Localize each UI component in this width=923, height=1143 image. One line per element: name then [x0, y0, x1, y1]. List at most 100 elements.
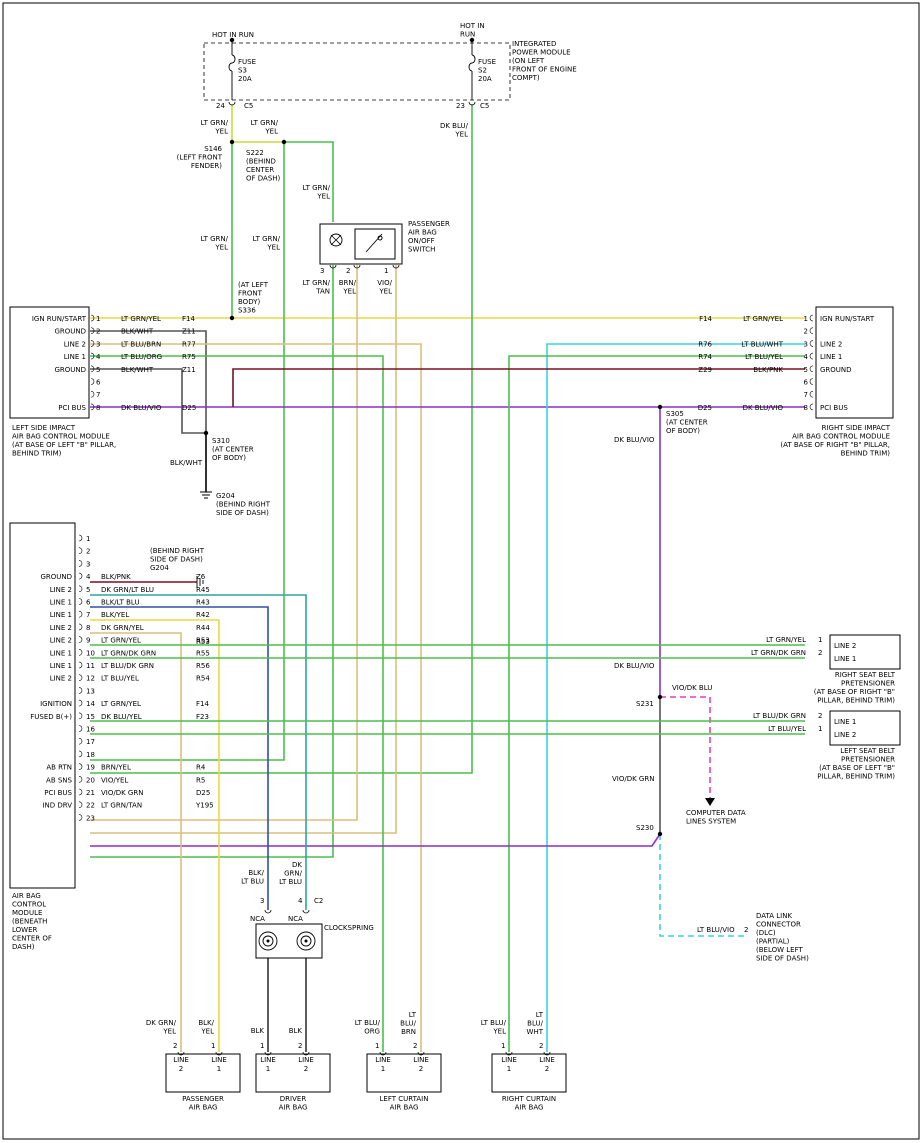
- acm-pin-wire: LT BLU/DK GRN: [101, 662, 154, 670]
- airbag-title: LEFT CURTAIN: [380, 1095, 429, 1103]
- acm-pin-cup: [78, 814, 83, 821]
- rsm-pin-number: 4: [804, 353, 809, 361]
- acm-pin-cup: [78, 572, 83, 580]
- acm-pin-name: LINE 1: [50, 662, 72, 670]
- wire-blk-yel-r42: [90, 619, 220, 1052]
- lsm-pin-name: LINE 2: [64, 340, 86, 348]
- airbag-pin: 2: [413, 1042, 417, 1050]
- airbag-pin: 2: [173, 1042, 177, 1050]
- wire-layer: [90, 104, 805, 1052]
- fuse-s3-symbol: [228, 40, 236, 100]
- acm-pin-name: LINE 2: [50, 637, 72, 645]
- acm-caption: MODULE: [12, 909, 42, 917]
- rsm-pin-number: 2: [804, 328, 808, 336]
- wire-dkblu-yel-f23: [90, 104, 473, 774]
- ipm-title: POWER MODULE: [512, 49, 571, 57]
- acm-pin-number: 14: [86, 700, 95, 708]
- wire-label-ltgrn-yel-3: YEL: [316, 193, 330, 201]
- acm-pin-cup: [78, 598, 83, 605]
- acm-pin-number: 13: [86, 687, 95, 695]
- right-side-impact-module-box: [815, 306, 894, 419]
- airbag-box: [491, 1053, 567, 1093]
- ground-symbol-g204: [200, 491, 212, 499]
- acm-pin-wire: BLK/YEL: [101, 611, 129, 619]
- acm-pin-wire: DK GRN/YEL: [101, 624, 144, 632]
- rsm-pin-number: 3: [804, 340, 808, 348]
- fuse-s3-label: S3: [238, 67, 247, 75]
- component-layer: [9, 37, 901, 1093]
- acm-pin-number: 2: [86, 548, 90, 556]
- acm-pin-number: 3: [86, 560, 90, 568]
- passenger-switch-title: SWITCH: [408, 246, 435, 254]
- acm-pin-number: 8: [86, 624, 90, 632]
- rsm-caption: AIR BAG CONTROL MODULE: [792, 433, 890, 441]
- left-pretensioner-wire: LT BLU/DK GRN: [753, 712, 806, 720]
- left-pretensioner-caption: PILLAR, BEHIND TRIM): [817, 773, 895, 781]
- wire-label-ltgrn-yel-4: LT GRN/: [201, 235, 229, 243]
- acm-pin-wire: LT GRN/TAN: [101, 802, 142, 810]
- acm-pin-number: 1: [86, 535, 90, 543]
- right-pretensioner-line: LINE 1: [834, 655, 856, 663]
- acm-pin-cup: [78, 585, 83, 593]
- fuse-s2-label: S2: [478, 67, 487, 75]
- right-pretensioner-pin: 1: [818, 636, 822, 644]
- acm-pin-name: AB SNS: [46, 776, 72, 784]
- acm-pin-circuit: R43: [196, 599, 210, 607]
- arrow-computer-data: [705, 798, 715, 806]
- left-pretensioner-caption: (AT BASE OF LEFT "B": [819, 764, 895, 772]
- fuse-s3-label: FUSE: [238, 58, 256, 66]
- clockspring-coil-icon: [296, 931, 316, 951]
- wire-blk-ltblu-r43: [90, 606, 269, 910]
- acm-caption: AIR BAG: [12, 892, 41, 900]
- rsm-pin-name: IGN RUN/START: [820, 315, 875, 323]
- right-pretensioner-wire: LT GRN/YEL: [766, 636, 806, 644]
- acm-pin-wire: LT GRN/YEL: [101, 700, 141, 708]
- splice-s310-label: S310: [212, 437, 230, 445]
- lsm-pin-cup: [90, 327, 95, 334]
- acm-pin-cup: [78, 534, 83, 542]
- lsm-pin-number: 5: [96, 366, 100, 374]
- acm-pin-number: 15: [86, 713, 95, 721]
- acm-pin-number: 12: [86, 675, 95, 683]
- wire-ltblu-brn-r77: [90, 343, 422, 1052]
- wire-label-dkblu-yel: YEL: [454, 131, 468, 139]
- splice-s305-label: OF BODY): [666, 427, 700, 435]
- acm-caption: CENTER OF: [12, 935, 52, 943]
- acm-pin-wire: LT GRN/DK GRN: [101, 649, 156, 657]
- wire-label-ltblu-yel-bottom: YEL: [492, 1028, 506, 1036]
- airbag-line-number: 1: [507, 1065, 511, 1073]
- wire-label-blk-a: BLK: [251, 1027, 265, 1035]
- lsm-pin-number: 7: [96, 391, 100, 399]
- wire-label-lt-blu-brn: LT: [409, 1011, 417, 1019]
- acm-pin-number: 11: [86, 662, 95, 670]
- airbag-pin-cup: [417, 1051, 425, 1056]
- acm-pin-number: 5: [86, 586, 90, 594]
- acm-pin-cup: [78, 750, 83, 758]
- acm-pin-wire: VIO/DK GRN: [101, 789, 143, 797]
- airbag-line-label: LINE: [173, 1056, 189, 1064]
- rsm-pin-circuit: Z29: [698, 366, 712, 374]
- acm-pin-cup: [78, 674, 83, 681]
- acm-pin-wire: LT GRN/YEL: [101, 637, 141, 645]
- airbag-pin: 2: [298, 1042, 302, 1050]
- wire-to-computer-data: [660, 696, 711, 800]
- acm-pin-name: PCI BUS: [44, 789, 72, 797]
- dlc-label: (BELOW LEFT: [756, 946, 803, 954]
- left-pretensioner-line: LINE 2: [834, 731, 856, 739]
- rsm-pin-number: 6: [804, 379, 809, 387]
- rsm-pin-circuit: D25: [698, 404, 712, 412]
- airbag-box: [255, 1053, 331, 1093]
- wire-label-blk-wht: BLK/WHT: [170, 459, 203, 467]
- wire-label-ltgrn-tan: TAN: [315, 288, 330, 296]
- wire-label-brn-yel: BRN/: [339, 279, 357, 287]
- acm-pin-name: IGNITION: [40, 700, 72, 708]
- airbag-line-label: LINE: [298, 1056, 314, 1064]
- acm-pin-cup: [78, 687, 83, 694]
- g204b-label: SIDE OF DASH): [150, 556, 203, 564]
- clockspring-coil-inner: [262, 935, 274, 947]
- lsm-pin-cup: [90, 378, 95, 385]
- passenger-switch-title: PASSENGER: [408, 220, 450, 228]
- wire-label-dkblu-yel: DK BLU/: [440, 122, 469, 130]
